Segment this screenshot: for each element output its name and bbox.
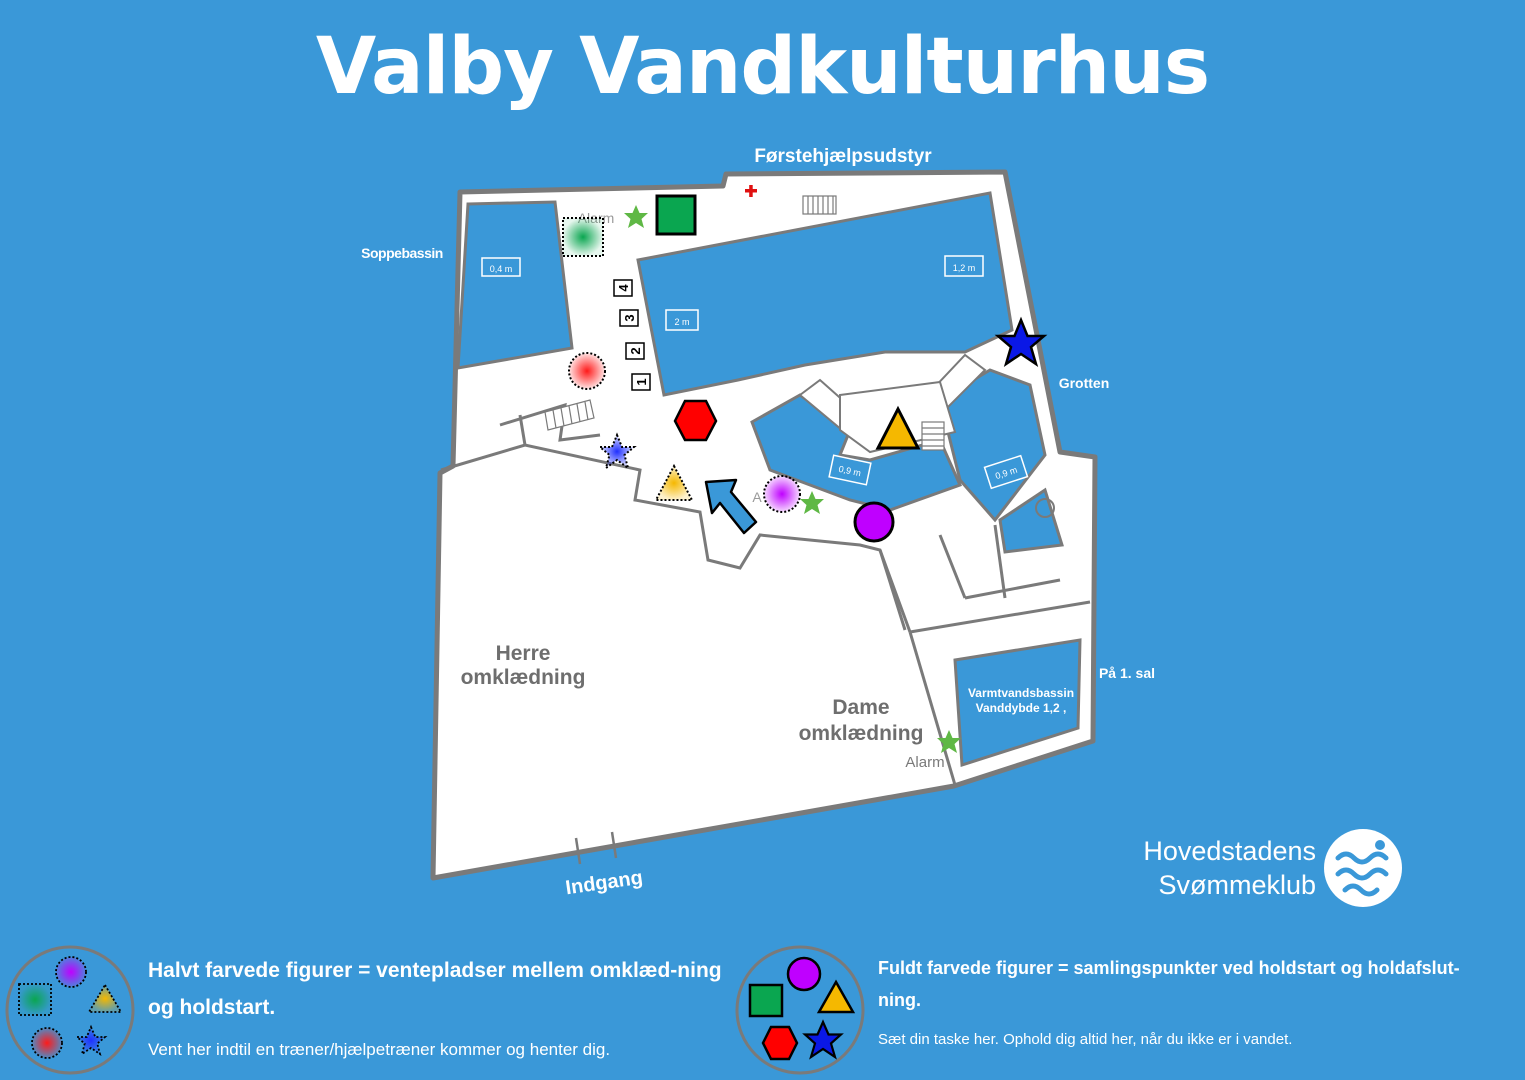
red-circle-half-icon <box>568 352 606 390</box>
legend-full-sub: Sæt din taske her. Ophold dig altid her,… <box>878 1031 1293 1048</box>
small-pool <box>998 487 1064 554</box>
interior-walls <box>440 402 1091 786</box>
red-hexagon-icon <box>761 1025 799 1061</box>
logo-line-2: Svømmeklub <box>1158 870 1316 900</box>
entrance-door <box>610 831 618 859</box>
purple-circle-half-icon <box>55 956 87 988</box>
label-warm-pool-depth: Vanddybde 1,2 , <box>976 701 1067 715</box>
gathering-points <box>655 194 1048 543</box>
depth-main-deep: 2 m <box>674 317 689 327</box>
green-square-icon <box>655 194 697 236</box>
green-square-half-icon <box>562 217 604 257</box>
red-cross-icon <box>745 185 757 197</box>
alarm-star-icon <box>624 205 961 753</box>
red-circle-half-icon <box>31 1027 63 1059</box>
main-pool <box>636 191 1014 397</box>
legend-half-circle <box>5 945 135 1075</box>
purple-circle-icon <box>853 501 895 543</box>
warm-pool <box>953 638 1082 768</box>
page-title: Valby Vandkulturhus <box>315 22 1210 112</box>
club-logo-text: Hovedstadens Svømmeklub <box>1134 834 1316 902</box>
legend-full-heading: Fuldt farvede figurer = samlingspunkter … <box>878 958 1460 1010</box>
green-square-half-icon <box>18 983 52 1016</box>
orange-triangle-icon <box>816 979 856 1014</box>
lower-pool-right <box>938 368 1047 523</box>
purple-circle-icon <box>786 956 822 992</box>
swimmer-logo-icon <box>1324 829 1402 907</box>
label-first-floor: På 1. sal <box>1099 665 1155 681</box>
legend-half-heading: Halvt farvede figurer = ventepladser mel… <box>148 959 722 1019</box>
blue-star-half-icon <box>74 1024 108 1057</box>
depth-main-right: 1,2 m <box>953 263 976 273</box>
lane-2: 2 <box>628 347 643 354</box>
label-alarm-bottom: Alarm <box>905 754 944 771</box>
lane-4: 4 <box>616 284 631 292</box>
lane-1: 1 <box>634 378 649 385</box>
orange-triangle-half-icon <box>87 983 123 1013</box>
orange-triangle-half-icon <box>654 463 694 501</box>
label-mens-changing-2: omklædning <box>461 666 586 689</box>
stairs <box>544 195 945 451</box>
label-entrance: Indgang <box>564 867 644 900</box>
pools <box>456 191 1082 768</box>
label-first-aid: Førstehjælpsudstyr <box>754 146 932 167</box>
legend-full-circle <box>735 945 865 1075</box>
blue-star-half-icon <box>597 432 637 471</box>
label-grotto: Grotten <box>1059 375 1110 391</box>
label-kiddie-pool: Soppebassin <box>361 245 443 261</box>
waiting-points <box>562 217 801 513</box>
legend-half-sub: Vent her indtil en træner/hjælpetræner k… <box>148 1040 611 1059</box>
green-square-icon <box>748 983 784 1018</box>
lane-3: 3 <box>622 314 637 321</box>
depth-markers <box>481 255 1029 490</box>
label-womens-changing-1: Dame <box>832 696 889 719</box>
lane-markers <box>613 279 651 391</box>
label-womens-changing-2: omklædning <box>799 722 924 745</box>
label-mens-changing-1: Herre <box>496 642 551 665</box>
label-warm-pool: Varmtvandsbassin <box>968 686 1074 700</box>
orange-triangle-icon <box>875 405 921 450</box>
blue-star-icon <box>802 1019 844 1060</box>
kiddie-pool <box>456 200 574 370</box>
label-alarm-mid: A <box>752 489 762 505</box>
depth-lower-left: 0,9 m <box>838 464 862 478</box>
purple-circle-half-icon <box>763 475 801 513</box>
logo-line-1: Hovedstadens <box>1143 836 1316 866</box>
entrance-door <box>574 837 582 865</box>
blue-star-icon <box>994 316 1048 367</box>
red-hexagon-icon <box>673 399 718 442</box>
depth-kiddie: 0,4 m <box>490 264 513 274</box>
direction-arrow-icon <box>704 478 758 535</box>
